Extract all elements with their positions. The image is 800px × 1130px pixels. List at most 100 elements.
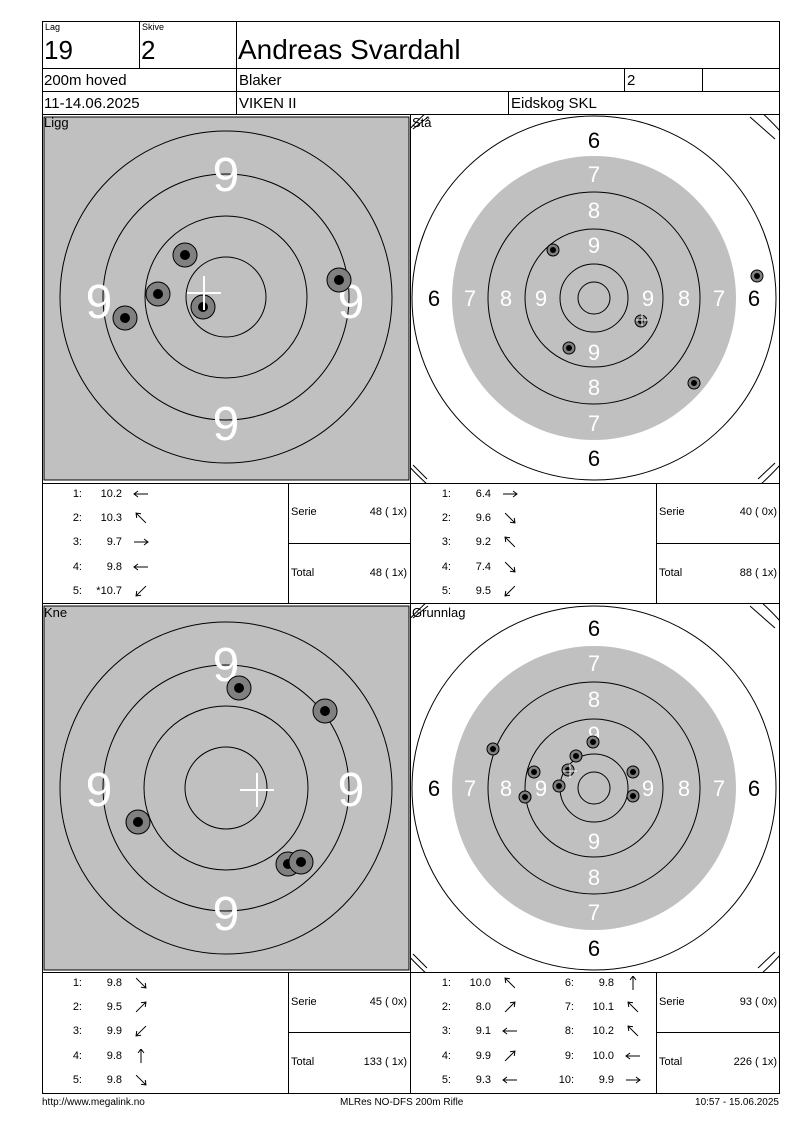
direction-arrow-icon bbox=[133, 490, 148, 498]
direction-arrow-icon bbox=[504, 512, 516, 524]
shot-hole bbox=[687, 376, 701, 390]
ring-label-bottom: 9 bbox=[213, 398, 240, 451]
serie-label: Serie bbox=[659, 506, 685, 518]
total-value: 133 ( 1x) bbox=[363, 1056, 407, 1068]
svg-text:8: 8 bbox=[678, 286, 690, 311]
shot-value: 9.2 bbox=[475, 536, 491, 549]
shot-hole bbox=[626, 789, 640, 803]
svg-text:8: 8 bbox=[588, 865, 600, 890]
direction-arrow-icon bbox=[504, 585, 516, 597]
shot-value: 8.0 bbox=[475, 1001, 491, 1014]
shot-number: 10: bbox=[558, 1073, 574, 1086]
svg-text:8: 8 bbox=[588, 375, 600, 400]
shot-hole bbox=[562, 341, 576, 355]
frame-row3-bottom bbox=[42, 114, 780, 115]
total-value: 48 ( 1x) bbox=[369, 567, 407, 579]
svg-text:6: 6 bbox=[588, 446, 600, 471]
mean-hit-cross bbox=[187, 276, 221, 310]
shot-value: 9.3 bbox=[475, 1073, 491, 1086]
direction-arrow-icon bbox=[504, 536, 516, 548]
direction-arrow-icon bbox=[135, 512, 147, 524]
svg-text:9: 9 bbox=[213, 888, 240, 941]
direction-arrow-icon bbox=[504, 1001, 516, 1013]
shot-hole bbox=[569, 749, 583, 763]
panel2-bottom bbox=[42, 972, 780, 973]
mean-hit-cross bbox=[563, 764, 577, 778]
target-ligg: 9 9 9 9 bbox=[43, 116, 410, 481]
shot-value: 10.0 bbox=[592, 1049, 614, 1062]
direction-arrow-icon bbox=[625, 1052, 640, 1059]
svg-text:6: 6 bbox=[748, 776, 760, 801]
mean-hit-cross bbox=[240, 773, 274, 807]
svg-text:8: 8 bbox=[500, 286, 512, 311]
shot-hole bbox=[586, 735, 600, 749]
shot-number: 3: bbox=[441, 1025, 451, 1038]
results2-bottom bbox=[42, 1093, 780, 1094]
shot-number: 2: bbox=[441, 1001, 451, 1014]
date: 11-14.06.2025 bbox=[44, 95, 140, 112]
shot-number: 1: bbox=[72, 977, 82, 989]
svg-text:9: 9 bbox=[588, 829, 600, 854]
svg-text:8: 8 bbox=[500, 776, 512, 801]
serie-label: Serie bbox=[291, 506, 317, 518]
shot-hole bbox=[288, 849, 314, 875]
res1-mid bbox=[288, 543, 410, 544]
serie-label: Serie bbox=[291, 996, 317, 1008]
direction-arrow-icon bbox=[502, 1076, 517, 1084]
shot-hole bbox=[626, 765, 640, 779]
shot-value: 9.8 bbox=[106, 1073, 122, 1086]
shot-value: 7.4 bbox=[475, 560, 491, 573]
shot-value: 9.7 bbox=[106, 536, 122, 549]
shot-value: 9.8 bbox=[106, 560, 122, 573]
total-label: Total bbox=[659, 567, 683, 579]
svg-text:8: 8 bbox=[588, 198, 600, 223]
shot-hole bbox=[634, 314, 648, 328]
res3-mid bbox=[288, 1032, 410, 1033]
shot-value: 10.2 bbox=[100, 488, 122, 500]
shot-number: 3: bbox=[72, 536, 82, 549]
total-value: 88 ( 1x) bbox=[739, 567, 777, 579]
shot-hole bbox=[527, 765, 541, 779]
total-label: Total bbox=[659, 1056, 683, 1068]
shot-hole bbox=[561, 763, 575, 777]
svg-text:8: 8 bbox=[678, 776, 690, 801]
svg-text:8: 8 bbox=[588, 687, 600, 712]
shot-number: 2: bbox=[72, 1001, 82, 1014]
shot-number: 5: bbox=[441, 1073, 451, 1086]
serie-value: 93 ( 0x) bbox=[739, 996, 777, 1008]
direction-arrow-icon bbox=[137, 1047, 145, 1063]
direction-arrow-icon bbox=[504, 977, 516, 989]
direction-arrow-icon bbox=[135, 977, 147, 989]
direction-arrow-icon bbox=[502, 1027, 517, 1035]
res4-mid bbox=[656, 1032, 780, 1033]
shot-hole bbox=[172, 242, 198, 268]
divider-class bbox=[624, 68, 625, 91]
shot-number: 4: bbox=[441, 1049, 451, 1062]
svg-text:9: 9 bbox=[642, 286, 654, 311]
shot-value: 10.1 bbox=[592, 1001, 614, 1014]
shot-number: 2: bbox=[441, 512, 451, 525]
panel-label-ligg: Ligg bbox=[44, 115, 69, 130]
svg-text:7: 7 bbox=[588, 411, 600, 436]
shot-number: 1: bbox=[441, 977, 451, 989]
direction-arrow-icon bbox=[135, 1074, 147, 1086]
target-kne: 9 9 9 9 bbox=[43, 605, 410, 971]
shot-hole bbox=[552, 779, 566, 793]
frame-left bbox=[42, 21, 43, 1093]
shot-number: 7: bbox=[564, 1001, 574, 1014]
shot-number: 4: bbox=[441, 560, 451, 573]
footer-url[interactable]: http://www.megalink.no bbox=[42, 1097, 145, 1108]
footer-product: MLRes NO-DFS 200m Rifle bbox=[340, 1097, 464, 1108]
shot-hole bbox=[750, 269, 764, 283]
total-value: 226 ( 1x) bbox=[733, 1056, 777, 1068]
shot-hole bbox=[112, 305, 138, 331]
svg-text:6: 6 bbox=[428, 776, 440, 801]
frame-right bbox=[779, 21, 780, 1093]
shot-number: 4: bbox=[72, 1049, 82, 1062]
svg-text:9: 9 bbox=[588, 233, 600, 258]
frame-row1-bottom bbox=[42, 68, 780, 69]
results1-bottom bbox=[42, 603, 780, 604]
shot-number: 1: bbox=[441, 488, 451, 500]
